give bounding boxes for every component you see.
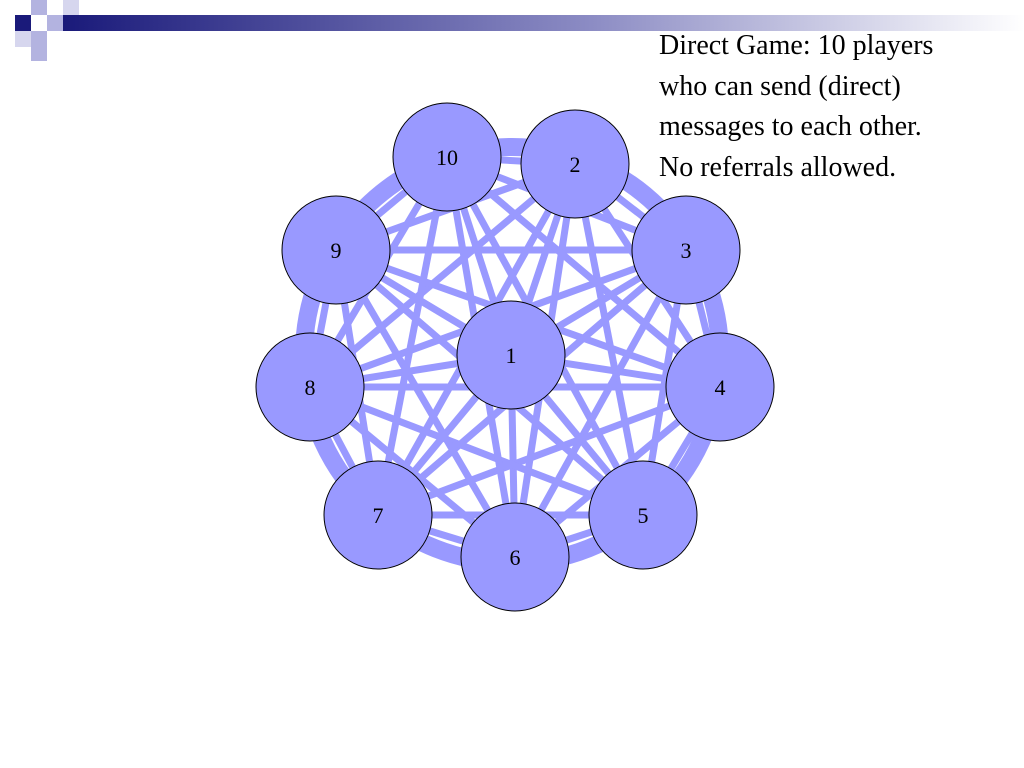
edge-6-9 [332, 248, 519, 559]
player-node-7: 7 [323, 460, 433, 570]
node-circle [665, 332, 775, 442]
player-node-10: 10 [392, 102, 502, 212]
edge-7-10 [374, 156, 451, 516]
player-node-2: 2 [520, 109, 630, 219]
slide-caption: Direct Game: 10 players who can send (di… [659, 26, 1019, 188]
node-label: 8 [305, 375, 316, 400]
deco-square [31, 0, 47, 15]
node-circle [456, 300, 566, 410]
deco-square [63, 0, 79, 15]
node-circle [281, 195, 391, 305]
deco-square [15, 31, 31, 47]
player-node-4: 4 [665, 332, 775, 442]
deco-square [31, 31, 47, 47]
edge-3-6 [511, 248, 690, 559]
deco-square [15, 15, 31, 31]
node-circle [631, 195, 741, 305]
node-label: 10 [436, 145, 458, 170]
deco-square [47, 15, 63, 31]
node-label: 7 [373, 503, 384, 528]
player-node-6: 6 [460, 502, 570, 612]
deco-square [31, 47, 47, 61]
caption-line: No referrals allowed. [659, 151, 897, 183]
node-circle [323, 460, 433, 570]
node-circle [520, 109, 630, 219]
node-label: 9 [331, 238, 342, 263]
edge-5-8 [308, 383, 645, 519]
node-label: 6 [510, 545, 521, 570]
caption-line: who can send (direct) [659, 70, 901, 102]
node-circle [588, 460, 698, 570]
node-label: 1 [506, 343, 517, 368]
node-circle [255, 332, 365, 442]
node-label: 5 [638, 503, 649, 528]
player-node-1: 1 [456, 300, 566, 410]
player-node-9: 9 [281, 195, 391, 305]
node-label: 4 [715, 375, 726, 400]
node-circle [392, 102, 502, 212]
player-node-8: 8 [255, 332, 365, 442]
caption-line: messages to each other. [659, 111, 922, 142]
player-node-5: 5 [588, 460, 698, 570]
node-label: 3 [681, 238, 692, 263]
node-label: 2 [570, 152, 581, 177]
edge-4-10 [444, 154, 723, 390]
node-circle [460, 502, 570, 612]
player-node-3: 3 [631, 195, 741, 305]
caption-line: Direct Game: 10 players [659, 30, 934, 61]
title-bar-decoration [15, 0, 1024, 61]
deco-gradient-bar [63, 15, 1024, 31]
